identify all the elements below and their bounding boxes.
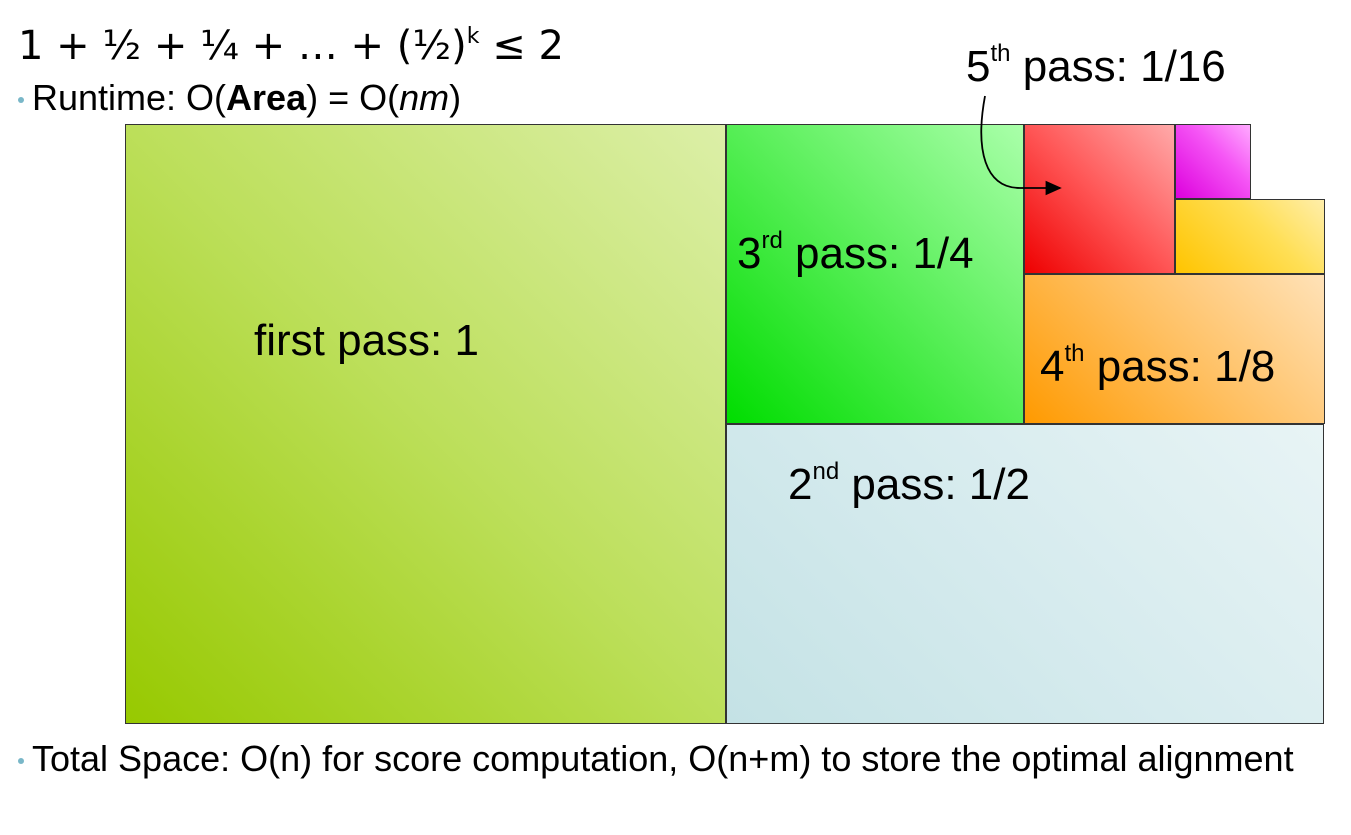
series-inequality: 1 + ½ + ¼ + … + (½)k ≤ 2 — [18, 23, 564, 69]
runtime-nm-italic: nm — [399, 77, 450, 118]
fifth-pass-block — [1024, 124, 1175, 274]
third-pass-label: 3rd pass: 1/4 — [737, 227, 974, 279]
first-pass-block — [125, 124, 726, 724]
second-pass-label: 2nd pass: 1/2 — [788, 458, 1030, 510]
total-space-line: Total Space: O(n) for score computation,… — [18, 736, 1328, 782]
runtime-line: Runtime: O(Area) = O(nm) — [18, 74, 461, 122]
third-pass-block — [726, 124, 1024, 424]
fourth-pass-block — [1024, 274, 1325, 424]
series-exponent: k — [466, 24, 480, 49]
fifth-pass-label: 5th pass: 1/16 — [966, 40, 1226, 92]
runtime-area-bold: Area — [226, 77, 307, 118]
first-pass-label: first pass: 1 — [254, 316, 479, 365]
arrow-path — [980, 95, 1062, 196]
bullet-icon — [18, 97, 24, 104]
fourth-pass-label: 4th pass: 1/8 — [1040, 340, 1276, 392]
total-space-text: Total Space: O(n) for score computation,… — [32, 738, 1294, 779]
seventh-pass-block — [1175, 124, 1251, 199]
sixth-pass-block — [1175, 199, 1325, 274]
bullet-icon — [18, 758, 24, 765]
second-pass-block — [726, 424, 1324, 724]
